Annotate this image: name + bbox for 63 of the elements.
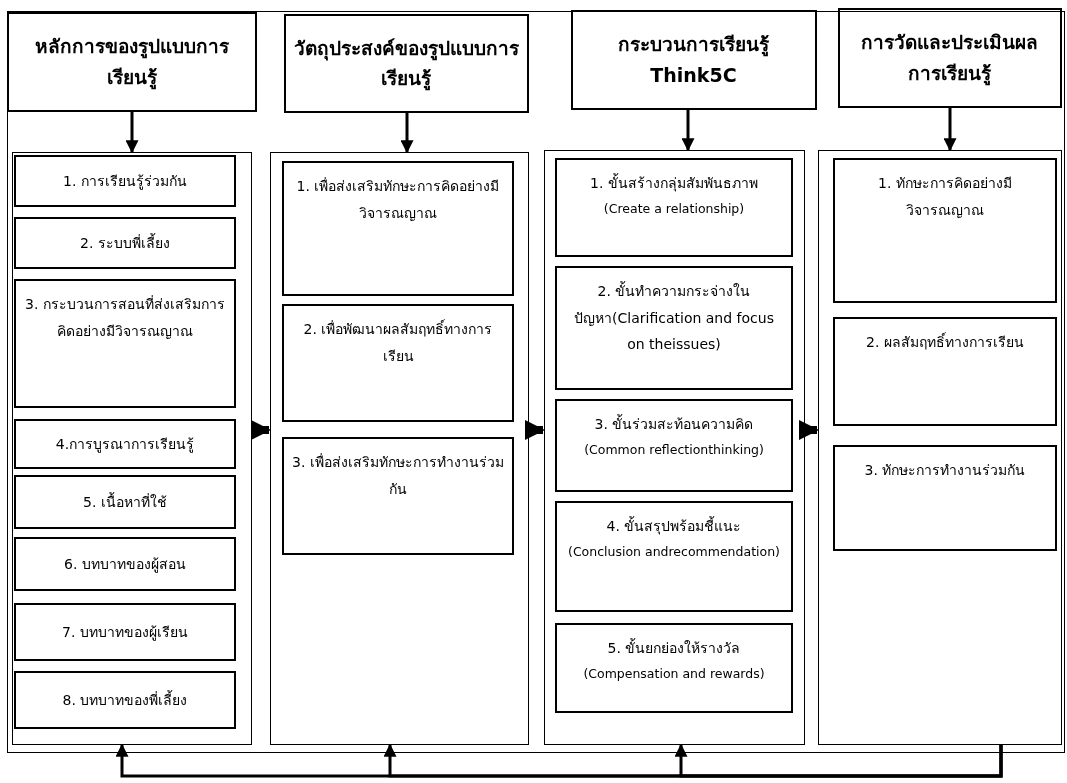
block-arrow (251, 420, 271, 440)
item-text: 3. กระบวนการสอนที่ส่งเสริมการคิดอย่างมีวิจารณญาณ (24, 294, 226, 341)
column-panel (817, 149, 1062, 745)
item-text: 6. บทบาทของผู้สอน (64, 554, 186, 575)
header-box (837, 7, 1062, 108)
item-box (14, 419, 236, 469)
arrow (943, 108, 957, 152)
item-box (833, 158, 1057, 303)
item-box (555, 623, 793, 713)
item-text: 2. ผลสัมฤทธิ์ทางการเรียน (866, 331, 1024, 352)
item-text: 2. เพื่อพัฒนาผลสัมฤทธิ์ทางการเรียน (302, 318, 494, 366)
column-panel (11, 151, 252, 745)
arrow (674, 743, 1003, 778)
item-text: 4. ขั้นสรุปพร้อมชี้แนะ (606, 515, 742, 537)
frame-border (7, 11, 1065, 753)
item-text: 1. ทักษะการคิดอย่างมีวิจารณญาณ (877, 174, 1013, 220)
header-text: กระบวนการเรียนรู้ Think5C (617, 32, 770, 88)
item-text: 2. ระบบพี่เลี้ยง (80, 232, 170, 253)
item-box (14, 155, 236, 207)
item-text: 3. ขั้นร่วมสะท้อนความคิด (594, 413, 754, 434)
header-box (283, 13, 529, 113)
header-text: วัตถุประสงค์ของรูปแบบการเรียนรู้ (293, 35, 519, 93)
item-box (14, 603, 236, 661)
item-box (14, 217, 236, 269)
item-text: 3. ทักษะการทำงานร่วมกัน (864, 461, 1026, 480)
item-box (555, 501, 793, 612)
item-box (14, 279, 236, 408)
arrow (681, 110, 695, 152)
item-box (555, 266, 793, 390)
item-text: 3. เพื่อส่งเสริมทักษะการทำงานร่วมกัน (292, 452, 504, 499)
column-panel (543, 149, 805, 745)
arrow (400, 113, 414, 154)
item-box (14, 671, 236, 729)
item-text: 5. เนื้อหาที่ใช้ (83, 491, 167, 512)
item-text: 2. ขั้นทำความกระจ่างในปัญหา(Clarification and focus on theissues) (573, 280, 775, 355)
item-box (833, 445, 1057, 551)
item-box (555, 158, 793, 257)
item-box (282, 437, 514, 555)
header-text: หลักการของรูปแบบการเรียนรู้ (33, 34, 230, 92)
item-text: (Compensation and rewards) (583, 664, 765, 683)
item-text: 5. ขั้นยกย่องให้รางวัล (607, 637, 741, 658)
item-box (282, 304, 514, 422)
item-text: 1. ขั้นสร้างกลุ่มสัมพันธภาพ (590, 172, 758, 194)
header-box (6, 11, 257, 112)
column-panel (269, 151, 529, 745)
item-box (833, 317, 1057, 426)
item-text: 7. บทบาทของผู้เรียน (62, 622, 188, 643)
item-text: 8. บทบาทของพี่เลี้ยง (62, 689, 188, 710)
item-box (14, 475, 236, 529)
item-box (14, 537, 236, 591)
arrow (125, 112, 139, 154)
item-text: 4.การบูรณาการเรียนรู้ (55, 434, 195, 455)
item-text: (Conclusion andrecommendation) (568, 542, 780, 561)
item-text: (Create a relationship) (603, 199, 745, 218)
item-text: 1. เพื่อส่งเสริมทักษะการคิดอย่างมีวิจารณญาณ (295, 176, 501, 223)
item-text: 1. การเรียนรู้ร่วมกัน (63, 171, 187, 192)
header-box (570, 9, 817, 110)
block-arrow (525, 420, 545, 440)
block-arrow (799, 420, 819, 440)
item-box (555, 399, 793, 492)
item-box (282, 161, 514, 296)
item-text: (Common reflectionthinking) (584, 440, 764, 459)
header-text: การวัดและประเมินผลการเรียนรู้ (860, 30, 1039, 88)
